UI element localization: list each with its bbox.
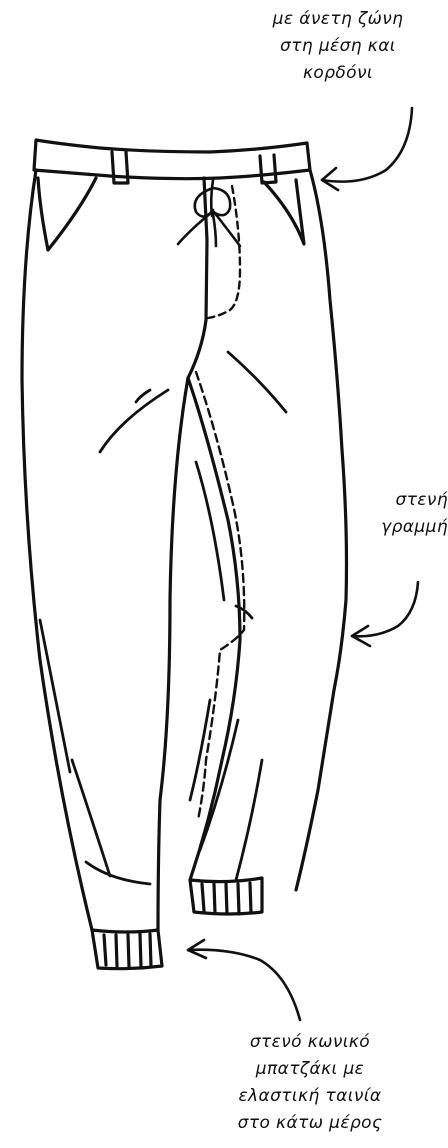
arrow-waistband xyxy=(322,108,412,190)
fly-stitch xyxy=(208,186,240,318)
annotation-cuff: στενό κωνικό μπατζάκι με ελαστική ταινία… xyxy=(200,1029,420,1137)
annotation-line: στενή xyxy=(356,487,448,514)
annotation-line: μπατζάκι με xyxy=(200,1056,420,1083)
annotation-line: στενό κωνικό xyxy=(200,1029,420,1056)
arrow-leg-line xyxy=(352,582,418,646)
left-cuff xyxy=(92,930,162,969)
annotation-line: κορδόνι xyxy=(236,60,440,87)
fold-lines xyxy=(40,352,286,884)
annotation-leg-line: στενή γραμμή xyxy=(356,487,448,541)
right-cuff xyxy=(190,878,262,914)
waistband xyxy=(34,140,310,183)
annotation-waistband: με άνετη ζώνη στη μέση και κορδόνι xyxy=(236,6,440,87)
left-pocket xyxy=(38,178,96,250)
annotation-line: ελαστική ταινία xyxy=(200,1083,420,1110)
left-leg-outline xyxy=(22,170,92,930)
annotation-line: γραμμή xyxy=(356,514,448,541)
left-leg-inner xyxy=(158,378,188,930)
belt-loop-right xyxy=(260,155,276,183)
right-pocket xyxy=(264,180,304,244)
arrow-cuff xyxy=(188,940,300,1020)
annotation-line: στο κάτω μέρος xyxy=(200,1110,420,1137)
annotation-line: με άνετη ζώνη xyxy=(236,6,440,33)
annotation-line: στη μέση και xyxy=(236,33,440,60)
center-seam xyxy=(188,178,207,378)
right-leg-outline xyxy=(296,170,347,890)
drawstring xyxy=(178,180,240,246)
